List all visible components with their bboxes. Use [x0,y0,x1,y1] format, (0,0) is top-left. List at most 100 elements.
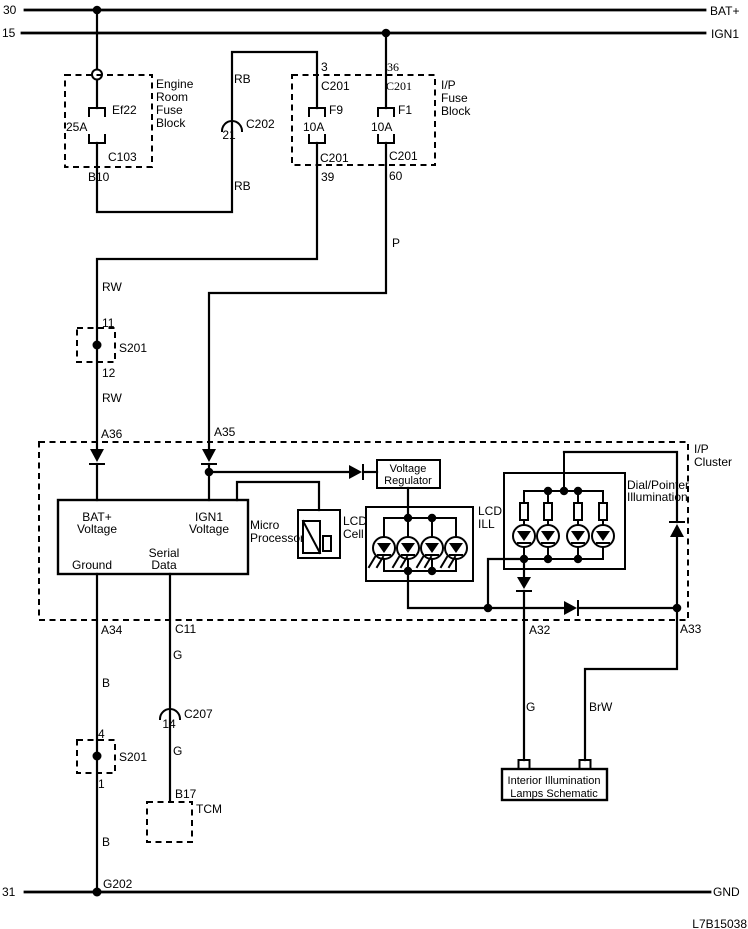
ip-fuse-block-title: Fuse [441,91,468,105]
engine-block-title: Engine [156,77,194,91]
junction-dot [427,513,437,523]
s201-pin-out: 1 [98,777,105,791]
terminal-icon [578,759,592,770]
splice-s201-lower-outline [76,739,116,774]
interior-lamps-label: Interior Illumination [508,775,601,787]
wire-label-rb: RB [234,72,251,86]
dial-pointer-label: Illumination [627,490,688,504]
engine-fuse-block-outline [64,74,153,168]
pin-c11: C11 [175,622,196,636]
lcd-cell-label: LCD [343,514,367,528]
lcd-ill-led-array [367,513,468,576]
wire-label-g: G [173,744,182,758]
interior-illumination-box: Interior Illumination Lamps Schematic [500,759,609,802]
diode-icon [201,449,217,465]
diode-icon [516,577,532,592]
s201-pin-in: 11 [102,316,115,330]
f9-conn-in: C201 [321,79,350,93]
micro-serial-pin-label: Data [151,558,177,572]
dial-pointer-led-array [512,450,679,564]
micro-bat-pin-label: BAT+ [82,510,111,524]
inline-connector-icon [220,120,244,133]
c207-pin: 14 [162,717,176,731]
s201-name: S201 [119,341,147,355]
micro-processor-label: Processor [250,531,304,545]
ip-cluster-outline [38,441,689,621]
pin-b17: B17 [175,787,197,801]
wire-micro-to-lcdcell [235,480,321,512]
f1-conn-in: C201 [386,79,412,93]
resistor-led-column [566,490,590,560]
fuse-f1-label: F1 [398,103,412,117]
ip-cluster-title: I/P [694,442,709,456]
pin-a36: A36 [101,427,123,441]
connector-c207: 14 C207 G [158,707,213,758]
wire-label-rw: RW [102,391,122,405]
wire-rw [95,141,319,450]
p-branch: P A35 [207,141,400,450]
connector-c103: C103 [108,150,137,164]
resistor-led-column [591,490,615,560]
ip-fuse-block-title: Block [441,104,471,118]
engine-room-fuse-block: Engine Room Fuse Block Ef22 25A C103 B10 [64,8,319,214]
micro-bat-pin-label: Voltage [77,522,117,536]
junction-dot [559,486,569,496]
wire-label-b: B [102,835,110,849]
tcm-module: B17 TCM [146,787,222,843]
fuse-f1-rating: 10A [371,120,392,134]
wire-label-g: G [173,648,182,662]
cluster-outputs: A34 C11 A32 A33 G B G BrW [95,572,702,894]
engine-block-title: Room [156,90,188,104]
diode-icon [564,600,579,616]
s201-name: S201 [119,750,147,764]
rail-31-terminal: 31 [2,885,16,899]
led-icon [367,536,396,569]
resistor-led-column [512,490,536,560]
junction-dot [92,887,102,897]
s201-pin-out: 12 [102,366,116,380]
pin-b10: B10 [88,170,110,184]
dial-pointer-label: Dial/Pointer [627,478,689,492]
resistor-led-column [536,490,560,560]
connector-c202: 21 C202 RB RB [220,72,275,193]
led-icon [512,524,536,548]
led-icon [439,536,468,569]
c202-name: C202 [246,117,275,131]
f1-pin-in: 36 [387,60,399,74]
rail-bat-label: BAT+ [710,4,739,18]
splice-s201-upper-outline [76,327,116,363]
document-code: L7B15038 [692,917,747,929]
led-icon [566,524,590,548]
splice-dot [92,751,102,761]
tcm-label: TCM [196,802,222,816]
junction-dot [403,513,413,523]
fuse-icon [88,107,106,144]
micro-serial-pin-label: Serial [149,546,180,560]
rail-30-terminal: 30 [3,3,17,17]
micro-ign-pin-label: IGN1 [195,510,223,524]
lcd-cell-box [297,509,341,559]
junction-dot [427,566,437,576]
inline-connector-icon [158,708,182,721]
f9-pin-in: 3 [321,60,328,74]
tcm-outline [146,801,193,843]
fuse-f9-rating: 10A [303,120,324,134]
f1-conn-out: C201 [389,149,418,163]
engine-block-title: Fuse [156,103,183,117]
power-rails: 30 BAT+ 15 IGN1 31 GND [2,3,740,899]
resistor-icon [573,502,583,521]
wire-label-p: P [392,236,400,250]
rail-ign1-label: IGN1 [711,27,739,41]
junction-dot [483,603,493,613]
diode-icon [349,464,364,480]
engine-block-title: Block [156,116,186,130]
fuse-ef22-label: Ef22 [112,103,137,117]
resistor-icon [598,502,608,521]
wire-a33-brw [583,606,679,762]
pin-a35: A35 [214,425,236,439]
voltage-regulator-label: Voltage [390,463,427,475]
diode-icon [89,449,105,465]
pin-a32: A32 [529,623,551,637]
wire-p [207,141,388,450]
